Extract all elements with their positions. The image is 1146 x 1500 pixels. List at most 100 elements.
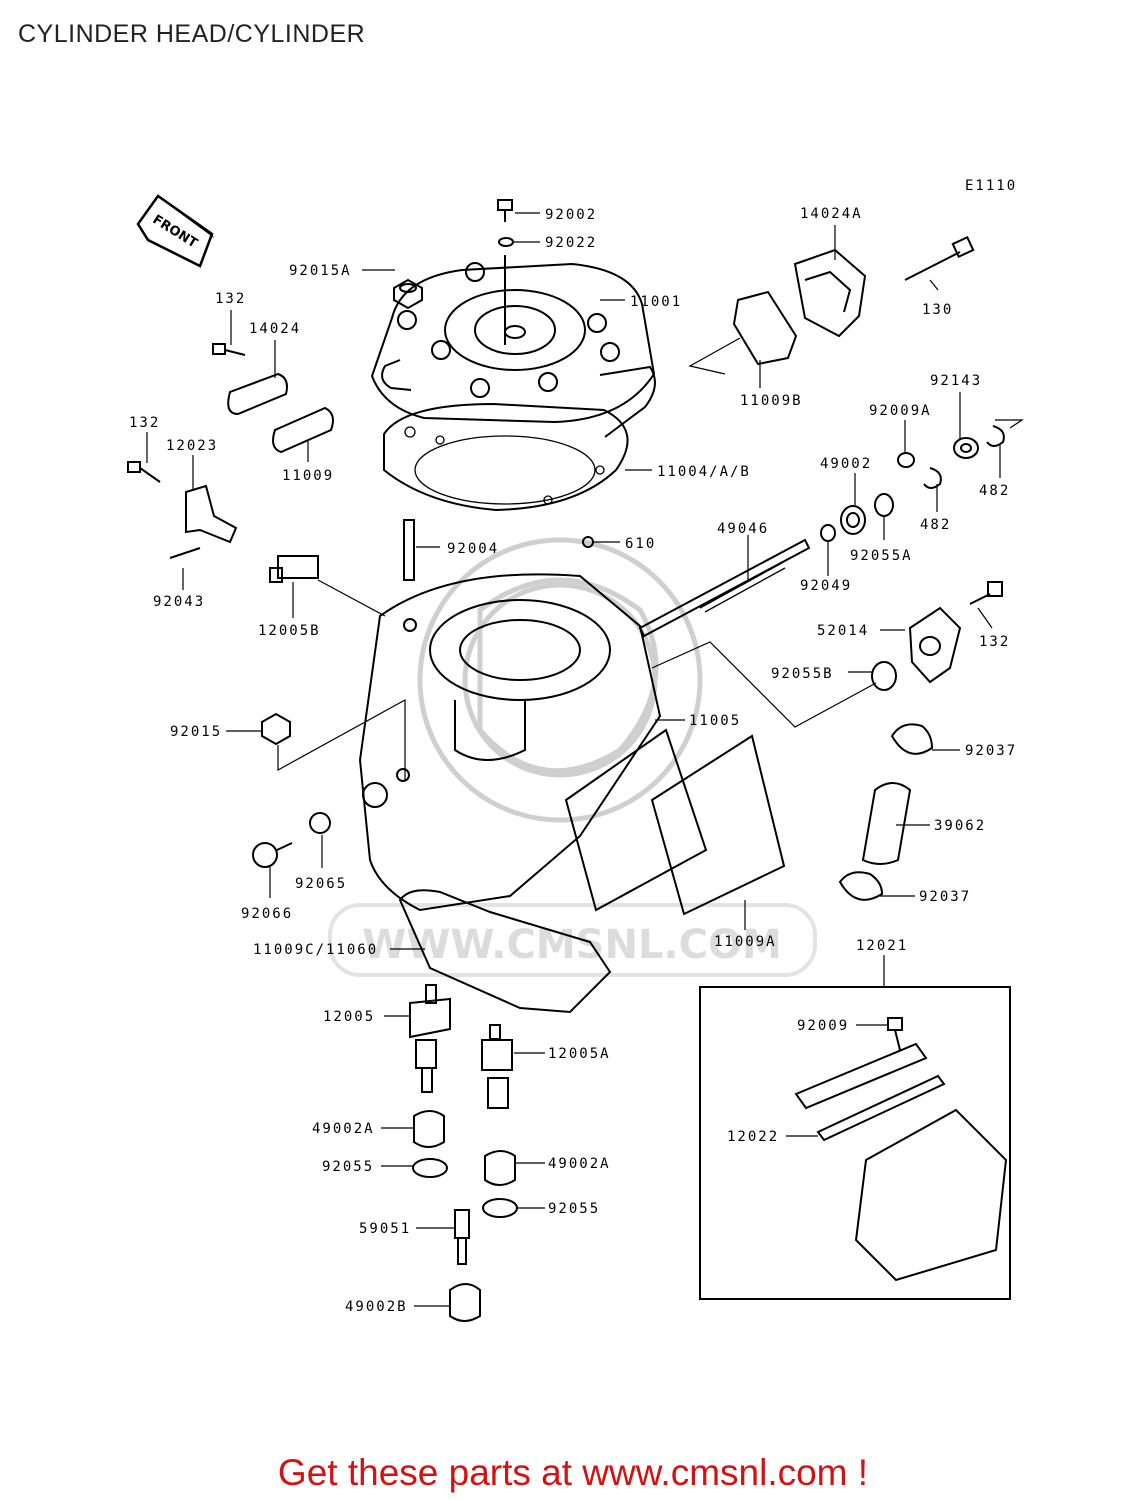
bracket-12023 <box>185 484 238 544</box>
bolt-130 <box>904 235 975 281</box>
part-label: 11001 <box>630 294 682 310</box>
part-label: 92055A <box>850 548 913 564</box>
o-ring-92055B <box>871 661 897 691</box>
bolt-92066 <box>252 842 293 868</box>
cylinder-head-11001 <box>370 255 656 438</box>
promo-footer-link[interactable]: Get these parts at www.cmsnl.com ! <box>277 1452 869 1493</box>
elbow-52014 <box>908 606 962 684</box>
part-label: 92009 <box>797 1018 849 1034</box>
part-label: 49002 <box>820 456 872 472</box>
stud-92004 <box>403 519 415 581</box>
part-label: 92066 <box>241 906 293 922</box>
gasket-11009 <box>272 406 334 454</box>
part-label: 482 <box>920 517 951 533</box>
part-label: 12023 <box>166 438 218 454</box>
part-label: 92055B <box>771 666 834 682</box>
part-label: 92055 <box>322 1159 374 1175</box>
shaft-49046 <box>638 538 811 638</box>
bolt-132-left <box>127 461 161 483</box>
bushing-49002 <box>840 505 866 535</box>
valve-12005 <box>409 984 451 1093</box>
bushing-49002A-right <box>484 1150 516 1186</box>
part-label: 92002 <box>545 207 597 223</box>
washer-92022 <box>498 237 514 247</box>
o-ring-92055A <box>874 493 894 517</box>
part-label: 59051 <box>359 1221 411 1237</box>
plug-92143 <box>953 437 979 459</box>
watermark-text: WWW.CMSNL.COM <box>362 922 782 968</box>
page-title: CYLINDER HEAD/CYLINDER <box>18 20 366 48</box>
part-label: 92022 <box>545 235 597 251</box>
part-label: 132 <box>979 634 1010 650</box>
part-label: 92015A <box>289 263 352 279</box>
part-label: 12021 <box>856 938 908 954</box>
head-gasket-11004 <box>383 402 629 512</box>
part-label: 92065 <box>295 876 347 892</box>
cylinder-11005 <box>358 573 662 912</box>
bolt-132-upper <box>212 343 246 356</box>
watermark: WWW.CMSNL.COM <box>328 537 817 977</box>
part-label: 130 <box>922 302 953 318</box>
part-label: 11009A <box>714 934 777 950</box>
cover-14024A <box>793 248 867 338</box>
part-labels: 92002 92022 92015A 11001 14024A 130 132 … <box>129 206 1017 1315</box>
nut-92015 <box>261 712 291 746</box>
bolt-132-right <box>969 581 1003 605</box>
part-label: 132 <box>215 291 246 307</box>
clamp-92037-upper <box>890 723 934 755</box>
part-label: 11009B <box>740 393 803 409</box>
part-label: 12022 <box>727 1129 779 1145</box>
part-label: 39062 <box>934 818 986 834</box>
base-gasket-11009C <box>398 889 612 1014</box>
washer-92065 <box>309 812 331 834</box>
o-ring-92055-right <box>482 1198 518 1218</box>
pin-92043 <box>169 547 201 559</box>
part-label: 610 <box>625 536 656 552</box>
leader-lines <box>146 212 1024 1307</box>
part-label: 482 <box>979 483 1010 499</box>
part-label: 92037 <box>919 889 971 905</box>
part-label: 11009 <box>282 468 334 484</box>
circlip-482-right <box>986 425 1005 447</box>
part-label: 49046 <box>717 521 769 537</box>
part-label: 12005A <box>548 1046 611 1062</box>
gear-59051 <box>454 1209 470 1265</box>
part-label: 14024A <box>800 206 863 222</box>
part-label: 52014 <box>817 623 869 639</box>
diagram-code: E1110 <box>965 178 1017 194</box>
hose-39062 <box>861 782 912 865</box>
part-label: 92015 <box>170 724 222 740</box>
part-label: 92055 <box>548 1201 600 1217</box>
gasket-11009B <box>732 290 798 366</box>
o-ring-92055-left <box>412 1158 448 1178</box>
bolt-92009A <box>897 452 915 468</box>
front-arrow-icon: FRONT <box>136 194 214 268</box>
part-label: 49002B <box>345 1299 408 1315</box>
part-label: 132 <box>129 415 160 431</box>
actuator-12005B <box>269 555 319 583</box>
cover-14024 <box>227 372 288 416</box>
screw-92009 <box>887 1017 903 1051</box>
bolt-92002 <box>497 199 513 222</box>
part-label: 92043 <box>153 594 205 610</box>
part-label: 49002A <box>312 1121 375 1137</box>
circlip-482-lower <box>923 467 942 489</box>
reed-gasket-11009A <box>564 728 786 916</box>
part-label: 92009A <box>869 403 932 419</box>
part-label: 11009C/11060 <box>253 942 378 958</box>
seal-92049 <box>820 524 836 542</box>
part-label: 12005 <box>323 1009 375 1025</box>
part-label: 49002A <box>548 1156 611 1172</box>
bushing-49002A-left <box>413 1110 445 1148</box>
part-label: 14024 <box>249 321 301 337</box>
part-label: 92143 <box>930 373 982 389</box>
part-label: 92037 <box>965 743 1017 759</box>
reed-valve-12022 <box>794 1042 1008 1282</box>
reed-valve-assembly-box <box>699 986 1011 1300</box>
bushing-49002B <box>449 1283 481 1322</box>
nut-92015A <box>393 278 423 310</box>
part-label: 11004/A/B <box>657 464 751 480</box>
valve-12005A <box>481 1024 513 1109</box>
part-label: 92004 <box>447 541 499 557</box>
